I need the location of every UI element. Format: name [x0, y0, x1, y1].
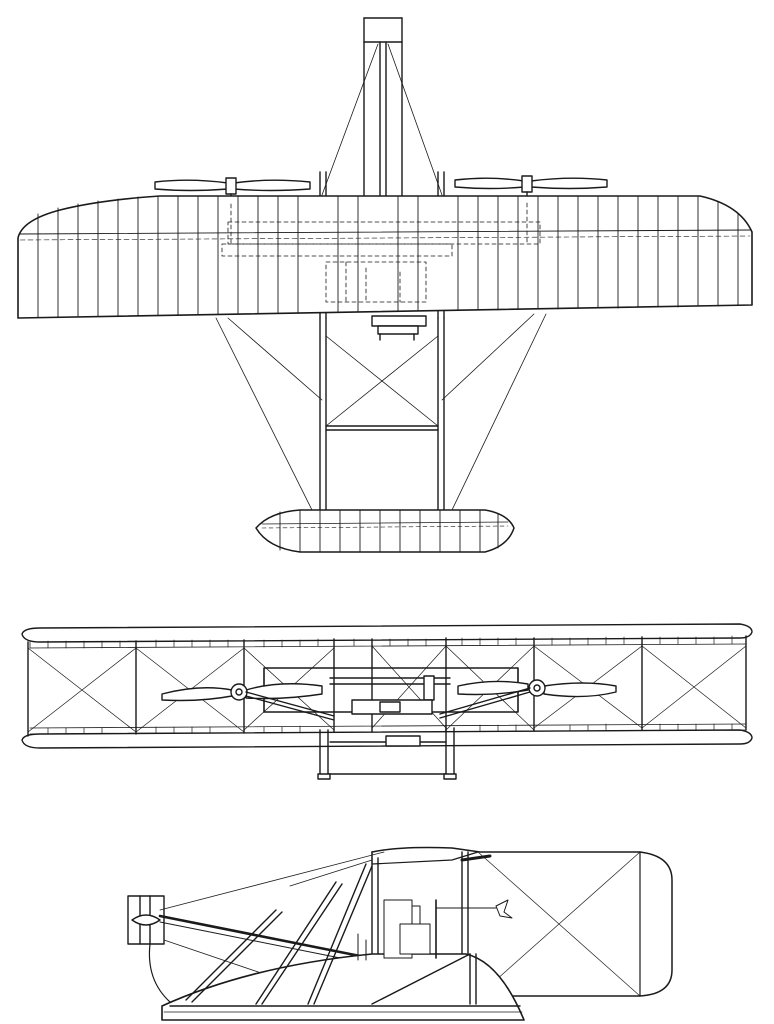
wings-side-view: [371, 846, 673, 997]
interplane-struts: [27, 635, 747, 737]
side-view: [127, 846, 673, 1021]
skid-side-view: [161, 859, 525, 1021]
controls-top-view: [371, 315, 427, 341]
landing-skids-front: [317, 727, 457, 780]
front-elevator-top-view: [255, 509, 515, 553]
main-wing-top-view: [17, 195, 753, 319]
engine-frame: [263, 667, 519, 715]
propeller-right-top: [454, 175, 608, 204]
propeller-left-front: [161, 683, 335, 721]
front-view: [21, 623, 753, 780]
upper-wing-front-view: [21, 623, 753, 649]
elevator-outriggers: [215, 313, 547, 513]
tail-outrigger: [321, 17, 443, 196]
engine-side-view: [357, 899, 513, 961]
propeller-right-front: [439, 679, 617, 719]
top-view: [17, 17, 753, 553]
rudder-side-view: [127, 895, 165, 945]
